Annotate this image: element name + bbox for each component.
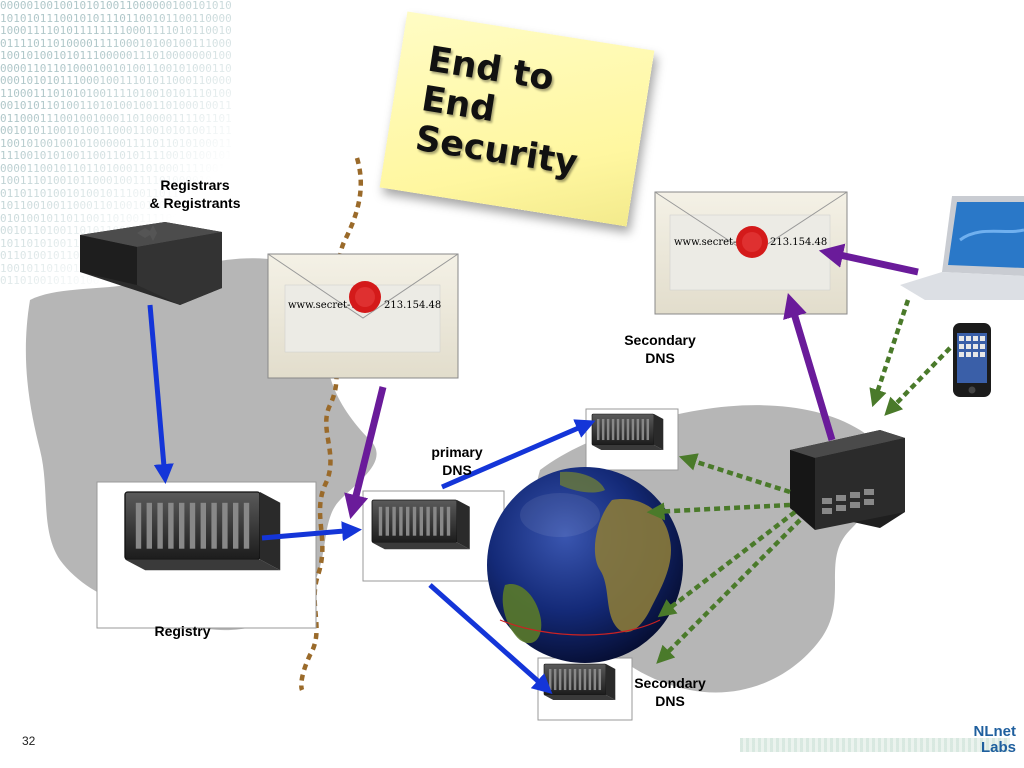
arrow-rack-to-secondary-top bbox=[678, 453, 791, 495]
rack-server-icon bbox=[790, 430, 905, 530]
secondary-dns-top-server-icon bbox=[591, 413, 664, 451]
envelope-left-text-left: www.secret-w bbox=[288, 300, 359, 311]
page-number: 32 bbox=[22, 734, 36, 748]
arrow-rack-to-envelope bbox=[783, 292, 836, 442]
arrow-laptop-to-envelope bbox=[818, 243, 919, 276]
arrow-primary-to-secondary-top bbox=[441, 419, 596, 490]
blue-arrows bbox=[147, 304, 596, 694]
secondary-dns-bottom-server-icon bbox=[543, 663, 616, 701]
primary-dns-server-icon bbox=[371, 499, 471, 550]
phone-icon bbox=[953, 323, 991, 397]
dotted-border-line bbox=[299, 157, 364, 691]
label-registrars: Registrars & Registrants bbox=[149, 177, 241, 211]
envelope-left-text-right: 213.154.48 bbox=[384, 300, 441, 311]
logo-line2: Labs bbox=[980, 739, 1016, 756]
arrow-rack-to-secondary-bottom bbox=[656, 518, 802, 664]
arrow-registry-to-primary bbox=[261, 521, 362, 542]
purple-arrows bbox=[344, 243, 919, 520]
label-registry: Registry bbox=[154, 623, 211, 639]
registry-server-icon bbox=[124, 491, 281, 571]
arrow-registrars-to-registry bbox=[147, 304, 174, 484]
label-secondary-dns-bottom: Secondary DNS bbox=[634, 675, 706, 709]
envelope-right: www.secret-w 213.154.48 bbox=[654, 191, 848, 315]
nlnet-labs-logo: NLnet Labs bbox=[952, 723, 1017, 760]
laptop-icon bbox=[900, 196, 1024, 300]
label-secondary-dns-top: Secondary DNS bbox=[624, 332, 696, 366]
envelope-left: www.secret-w 213.154.48 bbox=[267, 253, 459, 379]
label-primary-dns: primary DNS bbox=[431, 444, 483, 478]
footer-decorative-bar bbox=[740, 738, 1010, 752]
globe-icon bbox=[487, 467, 683, 663]
arrow-envelope-to-primary bbox=[344, 386, 387, 520]
green-dotted-arrows bbox=[646, 299, 952, 664]
envelope-right-text-right: 213.154.48 bbox=[770, 237, 827, 248]
arrow-laptop-to-rack bbox=[869, 299, 911, 408]
logo-line1: NLnet bbox=[973, 723, 1017, 740]
envelope-right-text-left: www.secret-w bbox=[674, 237, 745, 248]
registrars-server-icon bbox=[80, 222, 222, 305]
arrow-rack-to-globe-lower bbox=[657, 510, 797, 618]
arrow-primary-to-secondary-bottom bbox=[428, 583, 553, 694]
arrow-rack-to-globe bbox=[646, 502, 791, 521]
sticky-note-title: End to End Security bbox=[412, 39, 581, 184]
arrow-phone-to-rack bbox=[884, 346, 952, 416]
